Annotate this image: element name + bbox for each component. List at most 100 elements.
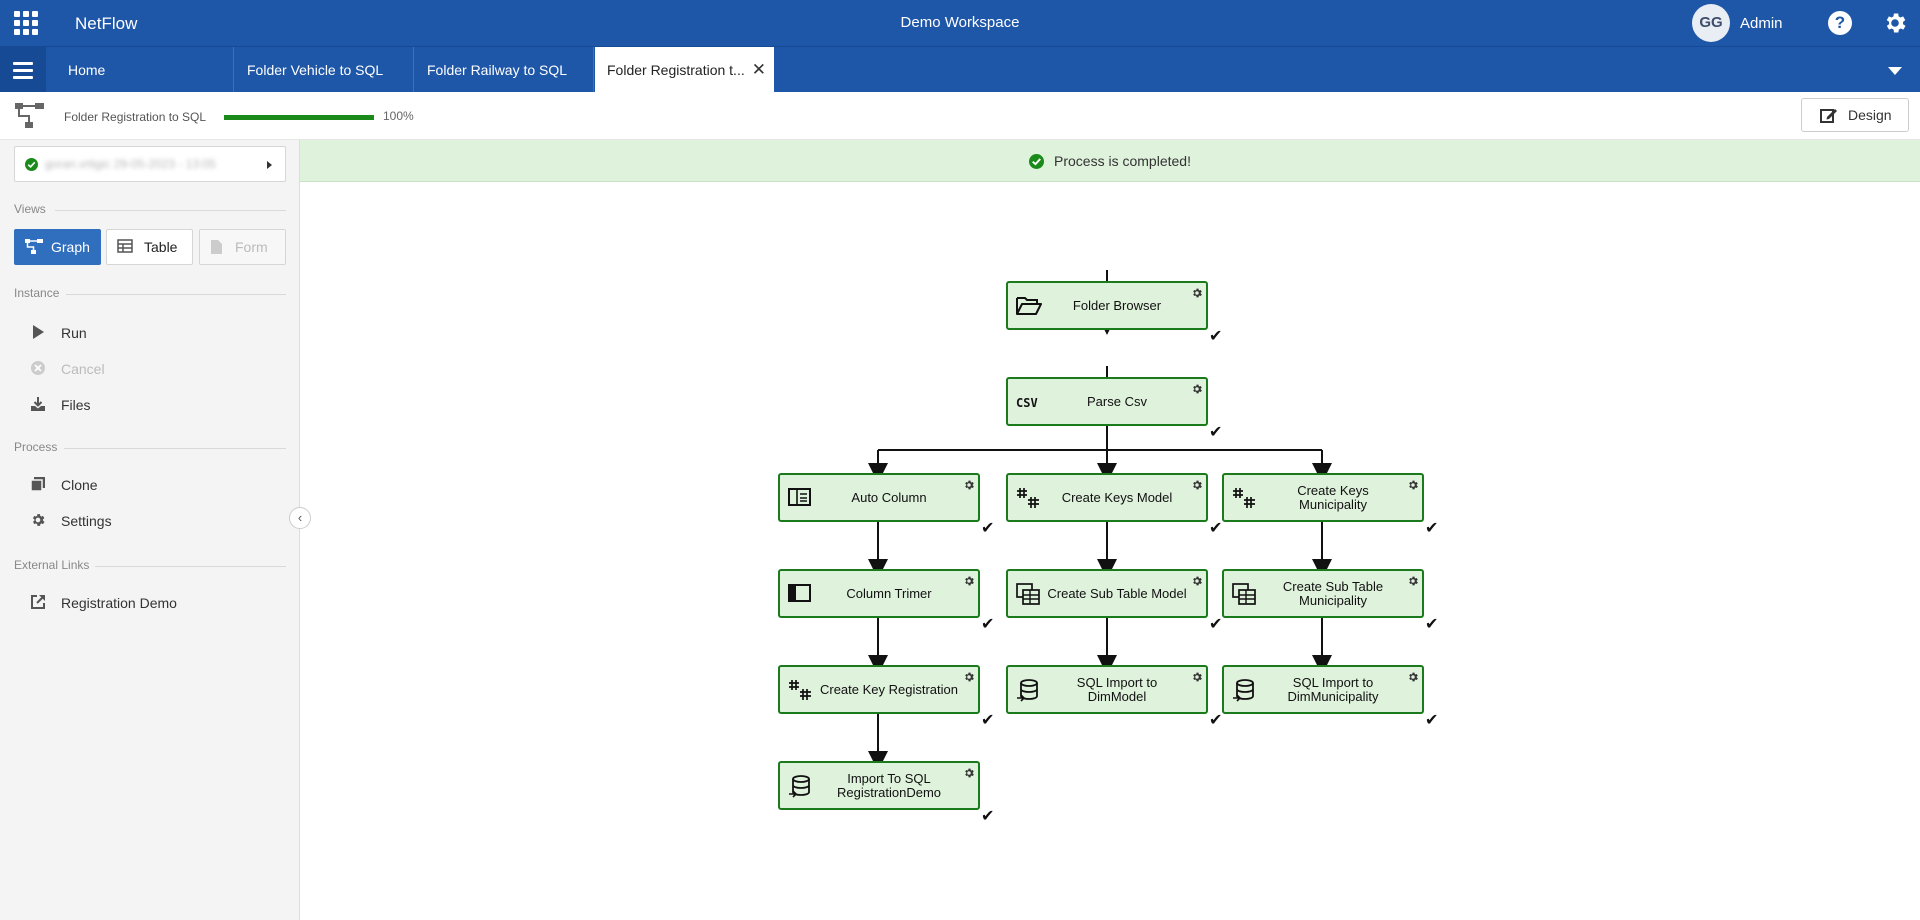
- node-settings-gear-icon[interactable]: [1407, 670, 1419, 688]
- design-label: Design: [1848, 107, 1892, 123]
- action-label: Settings: [61, 513, 112, 529]
- node-settings-gear-icon[interactable]: [1407, 478, 1419, 496]
- node-create-sub-table-model[interactable]: Create Sub Table Model: [1006, 569, 1208, 618]
- completed-check-icon: ✔: [1425, 712, 1439, 729]
- tab-bar: Home Folder Vehicle to SQL Folder Railwa…: [0, 46, 1920, 93]
- node-label: SQL Import to DimMunicipality: [1287, 674, 1379, 704]
- user-name[interactable]: Admin: [1740, 15, 1783, 32]
- node-settings-gear-icon[interactable]: [963, 478, 975, 496]
- node-create-key-registration[interactable]: Create Key Registration: [778, 665, 980, 714]
- node-label: Import To SQL RegistrationDemo: [836, 770, 942, 800]
- database-import-icon: [1232, 679, 1258, 708]
- hash-icon: [1016, 487, 1042, 514]
- cancel-icon: [31, 361, 45, 375]
- node-settings-gear-icon[interactable]: [1407, 574, 1419, 592]
- divider: [66, 294, 286, 295]
- node-folder-browser[interactable]: Folder Browser: [1006, 281, 1208, 330]
- divider: [64, 448, 286, 449]
- completed-check-icon: ✔: [981, 520, 995, 537]
- completed-check-icon: ✔: [981, 616, 995, 633]
- caret-right-icon: [267, 161, 272, 169]
- node-settings-gear-icon[interactable]: [1191, 478, 1203, 496]
- node-settings-gear-icon[interactable]: [963, 670, 975, 688]
- node-sql-import-dimmodel[interactable]: SQL Import to DimModel: [1006, 665, 1208, 714]
- completed-check-icon: ✔: [1209, 520, 1223, 537]
- completed-check-icon: ✔: [1209, 712, 1223, 729]
- apps-grid-icon[interactable]: [14, 11, 38, 35]
- node-settings-gear-icon[interactable]: [963, 574, 975, 592]
- process-name: Folder Registration to SQL: [64, 110, 207, 124]
- close-icon[interactable]: ✕: [751, 60, 766, 79]
- table-icon: [117, 239, 133, 253]
- trim-column-icon: [788, 583, 814, 610]
- hamburger-menu-icon[interactable]: [0, 47, 46, 93]
- tab-label: Home: [68, 62, 106, 78]
- node-label: Create Key Registration: [819, 681, 958, 697]
- view-table-button[interactable]: Table: [106, 229, 193, 265]
- tab-folder-registration[interactable]: Folder Registration t... ✕: [595, 47, 774, 93]
- collapse-sidebar-button[interactable]: ‹: [289, 507, 311, 529]
- csv-icon: CSV: [1016, 391, 1042, 418]
- svg-text:CSV: CSV: [1016, 396, 1038, 410]
- tab-folder-railway[interactable]: Folder Railway to SQL: [415, 47, 594, 93]
- completed-check-icon: ✔: [1209, 616, 1223, 633]
- completed-check-icon: ✔: [1209, 328, 1223, 345]
- tab-label: Folder Vehicle to SQL: [247, 62, 384, 78]
- graph-connectors: [868, 270, 1332, 771]
- design-button[interactable]: Design: [1801, 98, 1909, 132]
- node-settings-gear-icon[interactable]: [1191, 286, 1203, 304]
- node-auto-column[interactable]: Auto Column: [778, 473, 980, 522]
- view-label: Graph: [51, 239, 90, 255]
- node-label: Create Keys Model: [1061, 489, 1173, 505]
- hash-icon: [1232, 487, 1258, 514]
- check-circle-icon: [1029, 154, 1045, 169]
- database-import-icon: [788, 775, 814, 804]
- action-label: Files: [61, 397, 91, 413]
- completed-check-icon: ✔: [1209, 424, 1223, 441]
- settings-gear-icon[interactable]: [1882, 10, 1908, 36]
- node-settings-gear-icon[interactable]: [1191, 574, 1203, 592]
- top-bar: NetFlow Demo Workspace GG Admin ?: [0, 0, 1920, 46]
- action-label: Clone: [61, 477, 98, 493]
- status-message: Process is completed!: [1054, 153, 1191, 169]
- chevron-down-icon[interactable]: [1888, 67, 1902, 75]
- download-icon: [31, 397, 45, 411]
- tab-folder-vehicle[interactable]: Folder Vehicle to SQL: [235, 47, 414, 93]
- node-import-sql-registrationdemo[interactable]: Import To SQL RegistrationDemo: [778, 761, 980, 810]
- view-form-button[interactable]: Form: [199, 229, 286, 265]
- tab-label: Folder Railway to SQL: [427, 62, 568, 78]
- gear-icon: [32, 514, 45, 526]
- completed-check-icon: ✔: [981, 712, 995, 729]
- node-settings-gear-icon[interactable]: [1191, 382, 1203, 400]
- node-column-trimer[interactable]: Column Trimer: [778, 569, 980, 618]
- progress-text: 100%: [383, 109, 414, 123]
- node-label: Create Sub Table Municipality: [1282, 578, 1384, 608]
- process-graph-icon: [15, 103, 44, 128]
- completed-check-icon: ✔: [981, 808, 995, 825]
- run-instance-select[interactable]: goran.vrtigic 29-05-2023 - 13:05: [14, 146, 286, 182]
- completed-check-icon: ✔: [1425, 520, 1439, 537]
- node-label: Create Sub Table Model: [1047, 585, 1187, 601]
- clone-icon: [30, 477, 45, 492]
- process-heading: Process: [14, 440, 58, 454]
- node-create-sub-table-municipality[interactable]: Create Sub Table Municipality: [1222, 569, 1424, 618]
- node-settings-gear-icon[interactable]: [1191, 670, 1203, 688]
- app-name[interactable]: NetFlow: [75, 14, 138, 33]
- node-create-keys-municipality[interactable]: Create Keys Municipality: [1222, 473, 1424, 522]
- node-sql-import-dimmunicipality[interactable]: SQL Import to DimMunicipality: [1222, 665, 1424, 714]
- action-label: Cancel: [61, 361, 105, 377]
- tab-home[interactable]: Home: [56, 47, 234, 93]
- view-graph-button[interactable]: Graph: [14, 229, 101, 265]
- node-settings-gear-icon[interactable]: [963, 766, 975, 784]
- graph-icon: [25, 239, 43, 254]
- form-icon: [211, 240, 222, 254]
- view-label: Table: [144, 239, 178, 255]
- node-create-keys-model[interactable]: Create Keys Model: [1006, 473, 1208, 522]
- avatar[interactable]: GG: [1692, 4, 1730, 42]
- divider: [95, 566, 286, 567]
- action-label: Registration Demo: [61, 595, 177, 611]
- help-icon[interactable]: ?: [1828, 11, 1852, 35]
- hash-icon: [788, 679, 814, 706]
- tab-label: Folder Registration t...: [607, 62, 745, 78]
